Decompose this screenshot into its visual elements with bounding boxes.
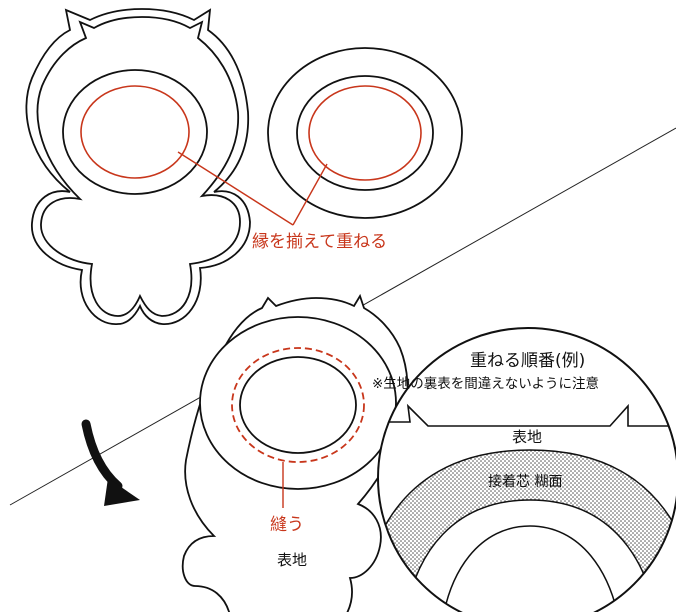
character-face-edge bbox=[80, 85, 190, 179]
align-edges-label: 縁を揃えて重ねる bbox=[252, 232, 387, 252]
face-piece-edge bbox=[308, 85, 422, 181]
detail-circle-border bbox=[377, 327, 676, 612]
assembled-face-inner bbox=[239, 356, 357, 454]
align-pointer-lines bbox=[177, 151, 328, 226]
front-fabric-edge bbox=[378, 403, 676, 427]
character-piece bbox=[25, 8, 251, 325]
stack-order-title: 重ねる順番(例) bbox=[470, 351, 585, 371]
interfacing-label: 接着芯 糊面 bbox=[488, 473, 562, 490]
stack-order-note: ※生地の裏表を間違えないように注意 bbox=[372, 375, 599, 392]
front-fabric-label-bottom: 表地 bbox=[277, 551, 307, 569]
sew-stitch-line bbox=[231, 347, 365, 463]
front-fabric-label-detail: 表地 bbox=[512, 428, 542, 446]
sew-label: 縫う bbox=[270, 515, 304, 535]
face-piece bbox=[267, 47, 463, 219]
layer-order-detail: 表地 接着芯 糊面 bbox=[377, 327, 676, 612]
step-arrow-icon bbox=[81, 419, 140, 506]
assembled-piece bbox=[181, 293, 409, 612]
